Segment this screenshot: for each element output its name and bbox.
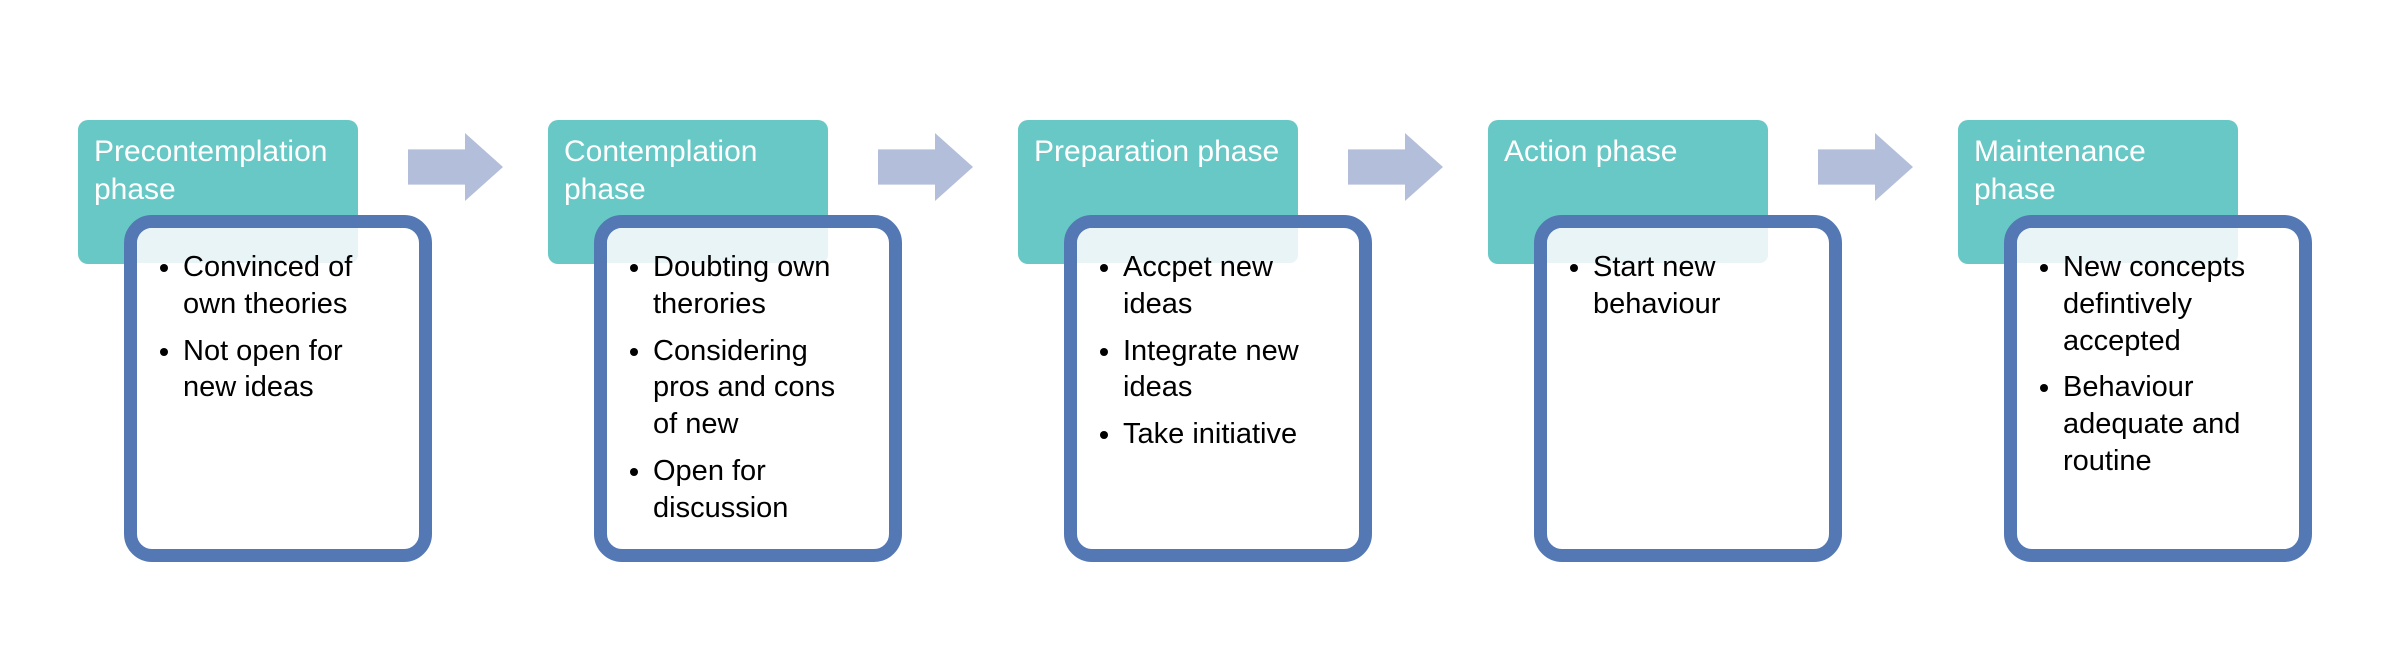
phase-title: Contemplation phase xyxy=(564,135,758,207)
bullet-item: Behaviour adequate and routine xyxy=(2063,369,2269,479)
bullet-list: Start new behaviour xyxy=(1547,228,1829,323)
bullet-list: Convinced of own theories Not open for n… xyxy=(137,228,419,406)
header-overlap-tint xyxy=(607,228,828,263)
bullet-list: New concepts defintively accepted Behavi… xyxy=(2017,228,2299,480)
bullet-item: Considering pros and cons of new xyxy=(653,333,859,443)
header-overlap-tint xyxy=(2017,228,2238,263)
phase-action: Action phase Start new behaviour xyxy=(1488,120,1958,580)
phase-preparation: Preparation phase Accpet new ideas Integ… xyxy=(1018,120,1488,580)
bullet-item: Open for discussion xyxy=(653,453,859,527)
bullet-list: Accpet new ideas Integrate new ideas Tak… xyxy=(1077,228,1359,453)
phase-contemplation: Contemplation phase Doubting own therori… xyxy=(548,120,1018,580)
phase-title: Action phase xyxy=(1504,135,1678,168)
right-arrow-icon xyxy=(1818,133,1913,201)
phase-title: Maintenance phase xyxy=(1974,135,2146,207)
bullet-item: Accpet new ideas xyxy=(1123,249,1329,323)
bullet-item: Convinced of own theories xyxy=(183,249,389,323)
bullet-item: New concepts defintively accepted xyxy=(2063,249,2269,359)
phase-card: Accpet new ideas Integrate new ideas Tak… xyxy=(1064,215,1372,562)
phase-maintenance: Maintenance phase New concepts defintive… xyxy=(1958,120,2394,580)
bullet-item: Start new behaviour xyxy=(1593,249,1799,323)
right-arrow-icon xyxy=(878,133,973,201)
phase-card: Doubting own therories Considering pros … xyxy=(594,215,902,562)
phase-precontemplation: Precontemplation phase Convinced of own … xyxy=(78,120,548,580)
phase-title: Precontemplation phase xyxy=(94,135,328,207)
bullet-item: Not open for new ideas xyxy=(183,333,389,407)
bullet-item: Doubting own therories xyxy=(653,249,859,323)
right-arrow-icon xyxy=(1348,133,1443,201)
header-overlap-tint xyxy=(1077,228,1298,263)
bullet-list: Doubting own therories Considering pros … xyxy=(607,228,889,527)
right-arrow-icon xyxy=(408,133,503,201)
header-overlap-tint xyxy=(1547,228,1768,263)
bullet-item: Take initiative xyxy=(1123,416,1329,453)
header-overlap-tint xyxy=(137,228,358,263)
phase-card: New concepts defintively accepted Behavi… xyxy=(2004,215,2312,562)
phase-card: Convinced of own theories Not open for n… xyxy=(124,215,432,562)
phase-title: Preparation phase xyxy=(1034,135,1280,168)
bullet-item: Integrate new ideas xyxy=(1123,333,1329,407)
phase-card: Start new behaviour xyxy=(1534,215,1842,562)
